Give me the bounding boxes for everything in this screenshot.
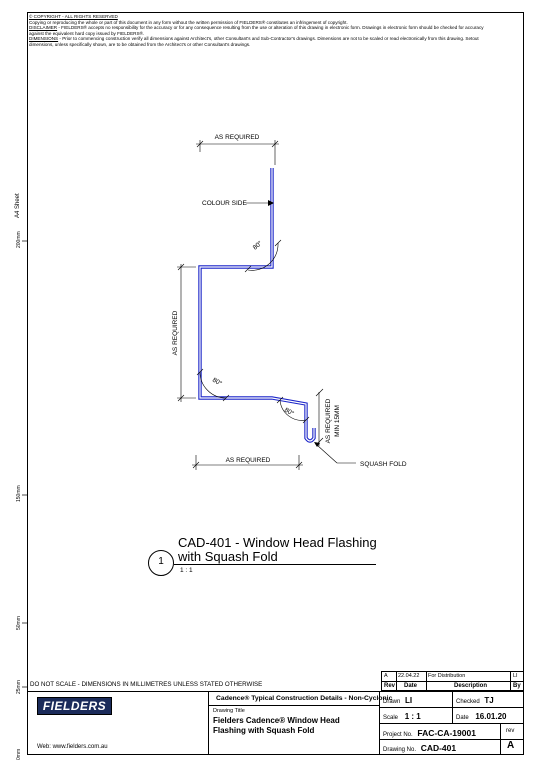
rev-header-rev: Rev bbox=[384, 683, 396, 689]
drawn-value: LI bbox=[405, 696, 413, 705]
detail-title-line1: CAD-401 - Window Head Flashing bbox=[178, 535, 377, 550]
detail-number: 1 bbox=[158, 556, 164, 567]
drawing-title: Fielders Cadence® Window Head Flashing w… bbox=[213, 716, 340, 735]
drawing-no-value: CAD-401 bbox=[420, 743, 457, 753]
scale-label: Scale bbox=[383, 715, 399, 721]
copyright-heading: © COPYRIGHT - ALL RIGHTS RESERVED bbox=[29, 14, 118, 19]
project-label: Project No. bbox=[383, 732, 413, 738]
angle-arc-1 bbox=[244, 239, 282, 273]
dim-top-label: AS REQUIRED bbox=[215, 134, 260, 141]
detail-title-block: 1 CAD-401 - Window Head Flashing with Sq… bbox=[146, 532, 381, 582]
rev-col-2 bbox=[426, 672, 427, 690]
angle-arc-3 bbox=[276, 396, 310, 424]
angle-label-1: 80° bbox=[251, 239, 264, 252]
project-value: FAC-CA-19001 bbox=[417, 728, 476, 738]
checked-label: Checked bbox=[456, 699, 480, 705]
angle-label-2: 80° bbox=[211, 376, 224, 388]
drawing-no-field: Drawing No. CAD-401 bbox=[383, 743, 456, 753]
drawing-no-label: Drawing No. bbox=[383, 747, 417, 753]
right-split-1 bbox=[452, 692, 453, 723]
dimensions-label: DIMENSIONS bbox=[29, 36, 59, 42]
dim-bottom-label: AS REQUIRED bbox=[226, 457, 271, 464]
fielders-logo: FIELDERS bbox=[37, 697, 112, 715]
copyright-text: Copying or reproducing the whole or part… bbox=[29, 19, 348, 25]
disclaimer-text: DISCLAIMER - FIELDERS® accepts no respon… bbox=[29, 25, 499, 36]
detail-scale: 1 : 1 bbox=[180, 567, 193, 574]
checked-value: TJ bbox=[484, 696, 494, 705]
squash-fold-arrowhead bbox=[314, 442, 320, 447]
drawn-field: Drawn LI bbox=[383, 696, 412, 705]
angle-label-3: 80° bbox=[283, 406, 296, 418]
squash-fold-label: SQUASH FOLD bbox=[360, 461, 407, 468]
right-row-1 bbox=[379, 707, 523, 708]
angle-arc-2 bbox=[196, 368, 230, 402]
rev-row-date: 22.04.22 bbox=[398, 673, 420, 679]
rev-col-3 bbox=[510, 672, 511, 690]
disclaimer-label: DISCLAIMER bbox=[29, 25, 58, 31]
do-not-scale-note: DO NOT SCALE - DIMENSIONS IN MILLIMETRES… bbox=[30, 681, 263, 688]
dimensions-body: - Prior to commencing construction verif… bbox=[29, 36, 479, 47]
title-block: DO NOT SCALE - DIMENSIONS IN MILLIMETRES… bbox=[27, 681, 524, 755]
detail-title-line2: with Squash Fold bbox=[178, 549, 278, 564]
rev-divider bbox=[382, 681, 523, 682]
rev-header-date: Date bbox=[404, 683, 418, 689]
project-field: Project No. FAC-CA-19001 bbox=[383, 728, 476, 738]
detail-number-circle bbox=[148, 550, 174, 576]
scale-field: Scale 1 : 1 bbox=[383, 712, 421, 721]
date-label: Date bbox=[456, 715, 469, 721]
dim-right bbox=[315, 388, 324, 446]
squash-fold-leader bbox=[316, 444, 338, 464]
date-value: 16.01.20 bbox=[475, 712, 507, 721]
fielders-logo-text: FIELDERS bbox=[42, 699, 107, 713]
colour-side-arrowhead bbox=[268, 200, 274, 206]
flashing-profile bbox=[198, 168, 316, 443]
dim-right-label-2: MIN 15MM bbox=[334, 405, 341, 437]
rev-value: A bbox=[507, 740, 515, 751]
rev-row-description: For Distribution bbox=[428, 673, 466, 679]
dim-right-label-1: AS REQUIRED bbox=[325, 398, 332, 443]
scale-value: 1 : 1 bbox=[404, 712, 421, 721]
rev-header-description: Description bbox=[454, 683, 488, 689]
middle-col-border bbox=[208, 692, 209, 754]
drawn-label: Drawn bbox=[383, 699, 401, 705]
dim-left-label: AS REQUIRED bbox=[172, 310, 179, 355]
disclaimer-body: - FIELDERS® accepts no responsibility fo… bbox=[29, 25, 484, 36]
dim-bottom bbox=[192, 455, 303, 470]
rev-col-1 bbox=[396, 672, 397, 690]
header-notes: © COPYRIGHT - ALL RIGHTS RESERVED Copyin… bbox=[29, 14, 499, 48]
middle-divider bbox=[208, 705, 379, 706]
date-field: Date 16.01.20 bbox=[456, 712, 507, 721]
right-row-3 bbox=[379, 739, 523, 740]
dim-top bbox=[196, 140, 279, 165]
website: Web: www.fielders.com.au bbox=[37, 744, 108, 750]
revision-table: A 22.04.22 For Distribution LI Rev Date … bbox=[381, 671, 524, 691]
drawing-title-label: Drawing Title bbox=[213, 708, 245, 714]
rev-row-rev: A bbox=[384, 673, 388, 679]
ruler-ticks bbox=[22, 240, 28, 688]
rev-label: rev bbox=[506, 728, 515, 734]
dimensions-text: DIMENSIONS - Prior to commencing constru… bbox=[29, 36, 499, 47]
checked-field: Checked TJ bbox=[456, 696, 494, 705]
series-title: Cadence® Typical Construction Details - … bbox=[216, 695, 393, 702]
right-row-2 bbox=[379, 723, 523, 724]
right-split-2 bbox=[500, 723, 501, 754]
rev-header-by: By bbox=[513, 683, 521, 689]
rev-row-by: LI bbox=[513, 673, 518, 679]
detail-title-underline bbox=[174, 564, 376, 565]
dim-left bbox=[177, 263, 196, 402]
colour-side-label: COLOUR SIDE bbox=[202, 200, 247, 207]
